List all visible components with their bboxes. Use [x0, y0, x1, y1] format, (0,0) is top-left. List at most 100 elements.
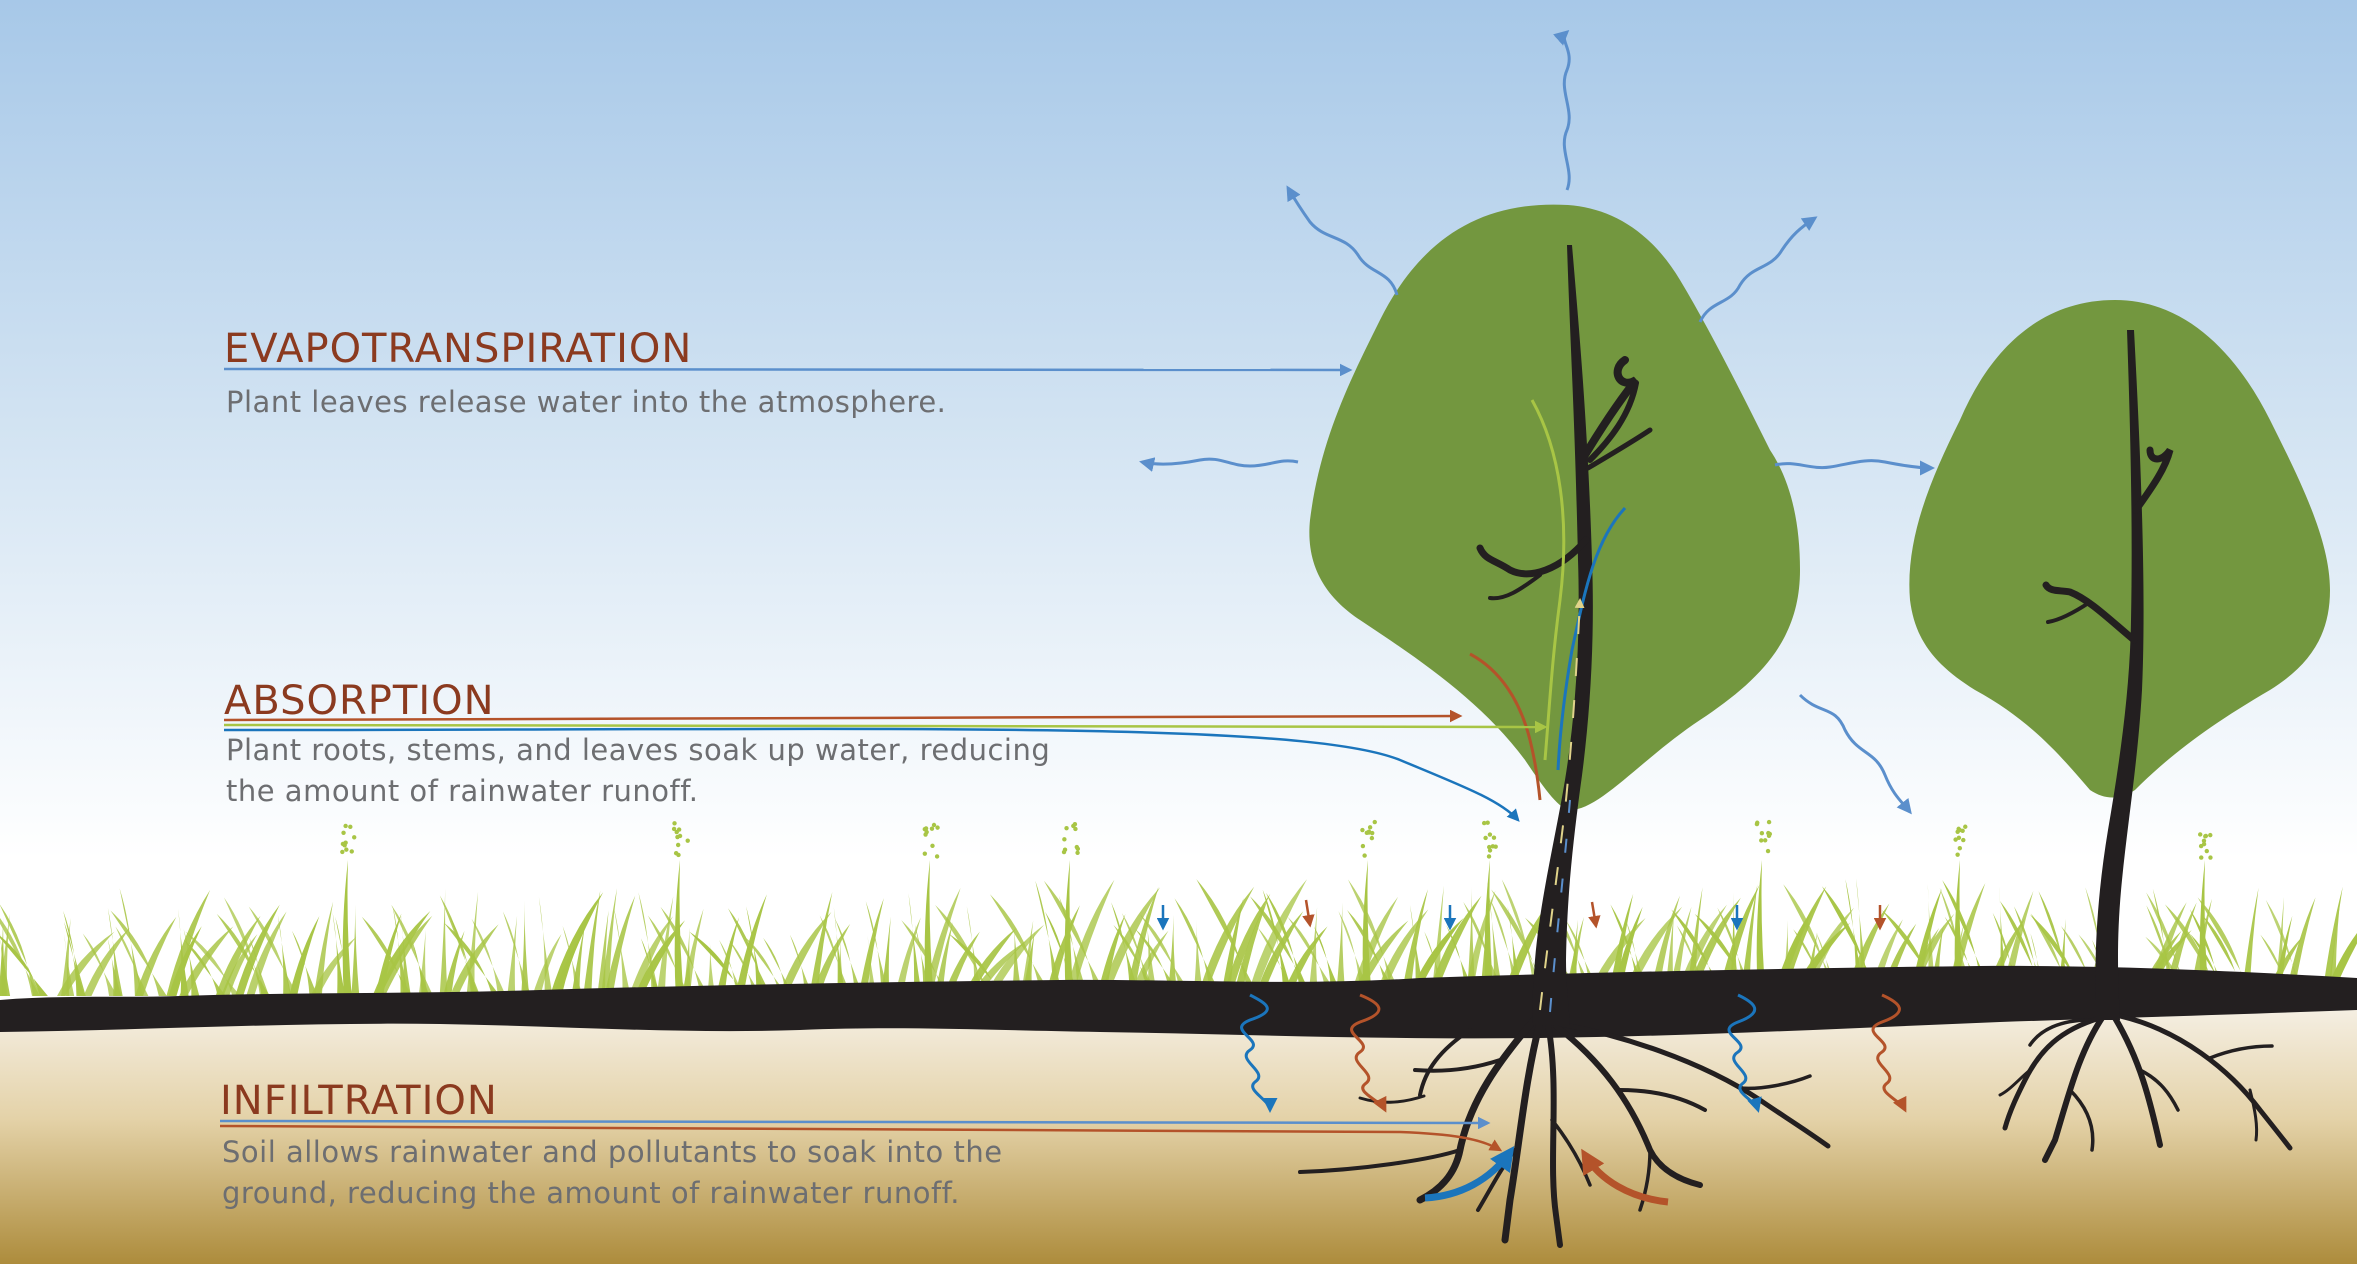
grass-blade: [83, 927, 130, 996]
seed-dot: [685, 838, 690, 843]
grass-blade: [1676, 925, 1708, 988]
grass-blade: [989, 894, 1048, 988]
grass-blade: [471, 918, 507, 996]
grass-blade: [115, 926, 149, 996]
grass-blade: [1338, 911, 1368, 988]
grass-blade: [562, 925, 583, 996]
grass-blade: [291, 930, 318, 996]
seed-dot: [349, 849, 354, 854]
infiltration-leader-red: [219, 1124, 1503, 1152]
grass-blade: [1821, 886, 1878, 988]
seed-dot: [1759, 830, 1765, 836]
seed-dot: [1074, 844, 1080, 850]
grass-blade: [707, 940, 716, 996]
seed-dot: [1075, 850, 1080, 855]
seed-grass-stalk: [1756, 860, 1766, 1000]
grass-blade: [948, 933, 1007, 996]
infiltration-wave-red-1: [1350, 993, 1387, 1113]
grass-blade: [1942, 880, 1990, 988]
seed-grass-stalk: [674, 860, 684, 1000]
seed-dot: [935, 825, 940, 830]
grass-blade: [1035, 880, 1061, 988]
vapor-arrow-up: [1553, 30, 1571, 191]
grass-blade: [372, 911, 431, 996]
grass-blade: [1446, 925, 1473, 988]
grass-blade: [1067, 879, 1115, 988]
seed-dot: [1963, 824, 1968, 829]
grass-blade: [2197, 897, 2255, 996]
evapotranspiration-arrows: [1139, 30, 1935, 815]
grass-blade: [1262, 889, 1291, 988]
grass-blade: [1045, 911, 1077, 988]
tree-1-trunk: [1532, 245, 1593, 1025]
grass-blade: [1779, 886, 1827, 988]
grass-blade: [507, 915, 518, 996]
grass-blade: [1717, 907, 1752, 988]
grass-blade: [858, 898, 884, 996]
vapor-arrow-right: [1774, 459, 1935, 476]
infiltration-description-line-2: ground, reducing the amount of rainwater…: [222, 1176, 960, 1210]
seed-dot: [1369, 835, 1375, 841]
grass-blade: [391, 904, 434, 996]
infiltration-description: Soil allows rainwater and pollutants to …: [222, 1132, 1122, 1214]
grass-blade: [1793, 929, 1828, 988]
seed-dot: [2208, 832, 2213, 838]
grass-blade: [110, 910, 167, 996]
seed-dot: [2201, 838, 2207, 844]
trunk-flow-yellow: [1539, 598, 1585, 1011]
grass-blade: [1992, 912, 2023, 996]
root-uptake-red: [1581, 1148, 1669, 1206]
infiltration-wavy-arrows: [1240, 993, 1907, 1113]
grass-blade: [1944, 916, 1982, 988]
grass-blade: [63, 921, 85, 996]
grass-blade: [2189, 909, 2228, 996]
grass-blade: [1121, 913, 1154, 988]
seed-dot: [1765, 848, 1771, 854]
grass-blade: [1287, 916, 1334, 988]
seed-dot: [675, 842, 681, 848]
seed-dot: [343, 823, 348, 829]
grass-blade: [867, 935, 877, 996]
grass-blade: [135, 916, 177, 996]
seed-dot: [1766, 819, 1772, 825]
grass-blade: [819, 915, 852, 996]
seed-dot: [2203, 833, 2209, 839]
grass-blade: [1687, 887, 1703, 988]
grass-blade: [1565, 920, 1598, 988]
tree-2-branches: [2042, 446, 2174, 644]
grass-blade: [1610, 893, 1634, 988]
grass-blade: [1856, 878, 1869, 988]
grass-blade: [2241, 887, 2259, 996]
seed-dot: [1486, 854, 1492, 859]
grass-blade: [392, 905, 409, 996]
seed-dot: [1064, 825, 1069, 831]
seed-dot: [1955, 852, 1960, 857]
seed-dot: [1481, 820, 1487, 826]
grass-blade: [361, 916, 413, 996]
grass-blade: [410, 938, 430, 996]
seed-grass-stalk: [342, 860, 352, 1000]
seed-dot: [1483, 835, 1488, 841]
seed-dot: [348, 824, 353, 830]
grass-blade: [335, 916, 353, 996]
root-uptake-blue: [1424, 1146, 1515, 1202]
grass-blade: [1168, 914, 1177, 988]
grass-blade: [640, 938, 662, 996]
grass-blade: [1430, 895, 1482, 988]
seed-dot: [2198, 843, 2204, 849]
vapor-arrow-downright: [1798, 693, 1912, 815]
seed-dot: [340, 849, 345, 855]
grass-blade: [1719, 885, 1760, 988]
seed-grass-stalk: [924, 860, 934, 1000]
grass-blade: [277, 914, 292, 996]
grass-blade: [836, 935, 845, 996]
grass-blade: [2285, 897, 2316, 996]
grass-blade: [538, 896, 553, 996]
seed-dot: [923, 826, 929, 831]
grass-blade: [1111, 902, 1138, 988]
grass-blade: [351, 904, 360, 996]
seed-dot: [1360, 843, 1366, 849]
grass-blade: [1665, 910, 1675, 988]
grass-blade: [289, 916, 320, 996]
infiltration-wave-red-2: [1871, 993, 1907, 1113]
